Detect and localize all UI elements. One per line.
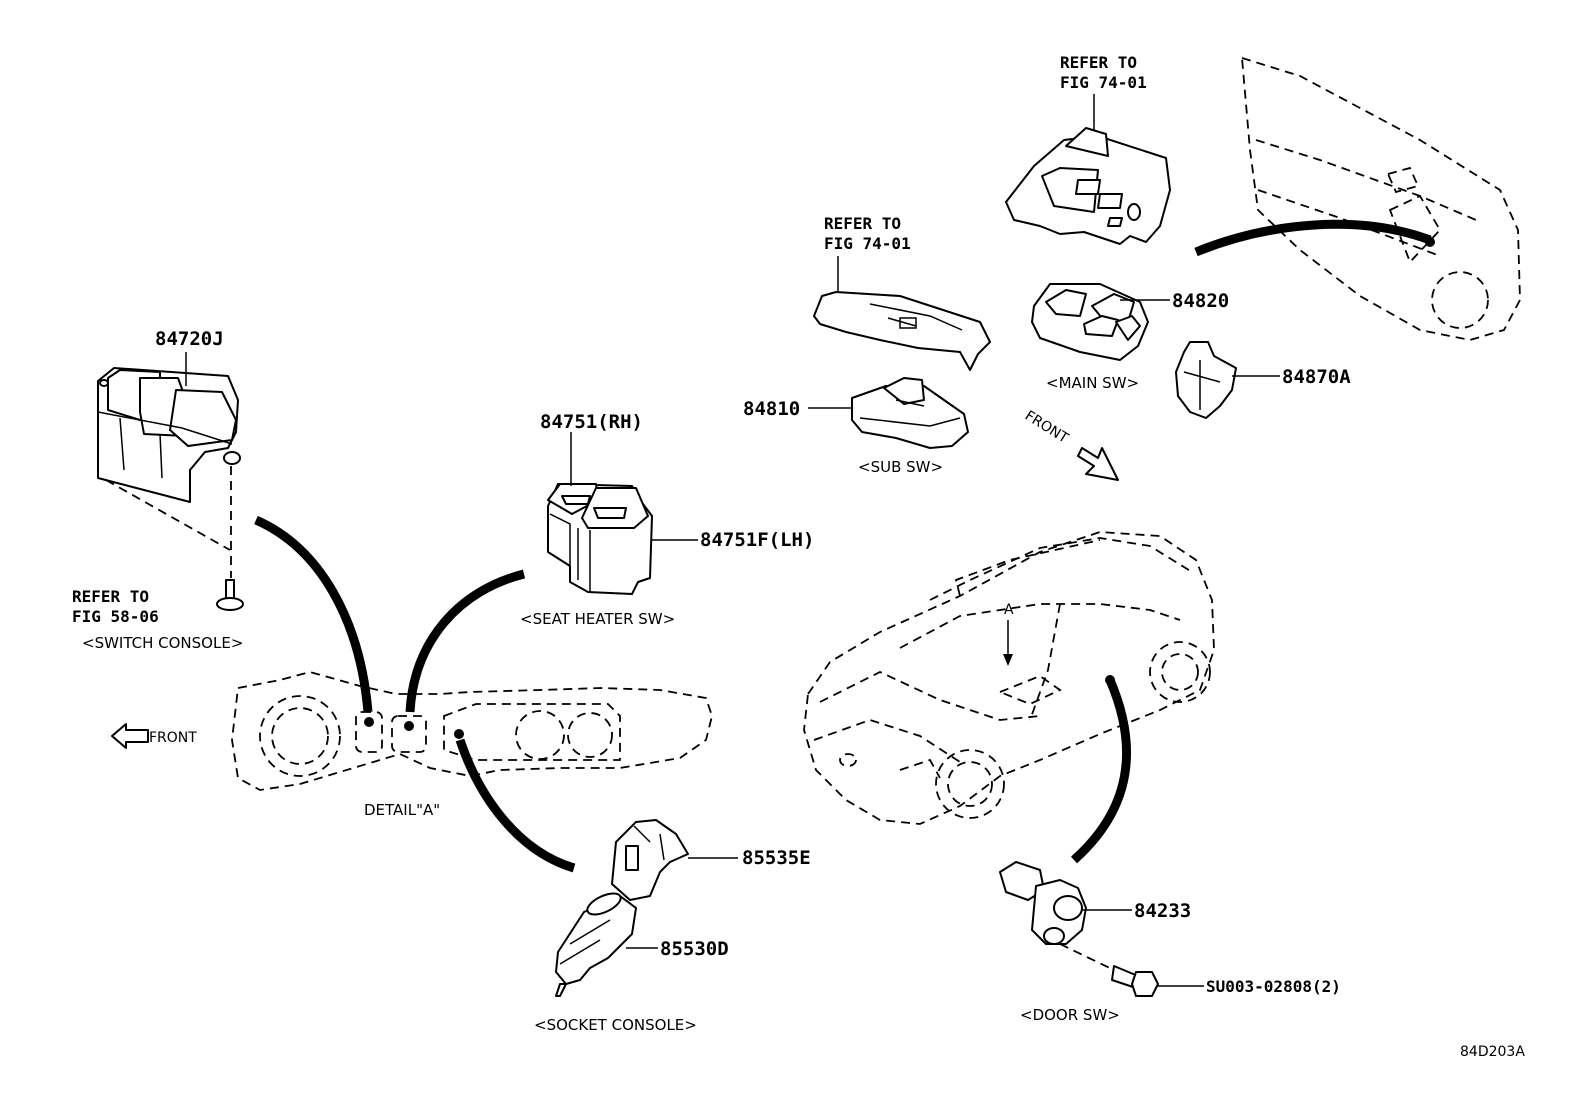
door-switch-part[interactable] — [999, 861, 1087, 945]
part-number-84870A[interactable]: 84870A — [1282, 366, 1351, 388]
refer-to-line2: FIG 58-06 — [72, 607, 159, 626]
switch-console-part[interactable] — [97, 367, 241, 578]
door-trim-panel — [1240, 56, 1521, 341]
pointer-arc-main-sw — [1194, 219, 1432, 257]
detail-a-console — [231, 671, 713, 791]
caption-seat-heater-sw: <SEAT HEATER SW> — [520, 610, 675, 628]
main-sw-bezel[interactable] — [1005, 127, 1171, 245]
socket-part-85530D[interactable] — [555, 889, 637, 997]
sub-sw-switch-part[interactable] — [851, 377, 969, 449]
front-label-right: FRONT — [1022, 408, 1071, 447]
refer-to-line2-main: FIG 74-01 — [1060, 73, 1147, 92]
pointer-arc-seat-heater — [405, 569, 526, 713]
part-number-84720J[interactable]: 84720J — [155, 328, 224, 350]
seat-heater-switch-part[interactable] — [547, 483, 653, 595]
refer-to-line1: REFER TO — [72, 587, 149, 606]
refer-to-line1-sub: REFER TO — [824, 214, 901, 233]
diagram-id: 84D203A — [1460, 1044, 1525, 1060]
caption-sub-sw: <SUB SW> — [858, 458, 943, 476]
pointer-arc-door-sw — [1071, 678, 1131, 864]
front-arrow-right-icon — [1077, 447, 1119, 481]
pointer-dot-main-sw — [1425, 237, 1435, 247]
caption-main-sw: <MAIN SW> — [1046, 374, 1139, 392]
caption-door-sw: <DOOR SW> — [1020, 1006, 1120, 1024]
front-label-left: FRONT — [149, 730, 197, 746]
part-number-SU003[interactable]: SU003-02808(2) — [1206, 977, 1341, 996]
view-a-arrowhead-icon — [1003, 654, 1013, 666]
socket-part-85535E[interactable] — [611, 819, 689, 901]
refer-to-line2-sub: FIG 74-01 — [824, 234, 911, 253]
part-number-84751FLH[interactable]: 84751F(LH) — [700, 529, 814, 551]
bolt-icon — [1111, 965, 1159, 997]
part-number-84810[interactable]: 84810 — [743, 398, 800, 420]
refer-to-line1-main: REFER TO — [1060, 53, 1137, 72]
caption-detail-a: DETAIL"A" — [364, 801, 440, 819]
sub-sw-trim-panel[interactable] — [813, 291, 991, 371]
part-number-84820[interactable]: 84820 — [1172, 290, 1229, 312]
pointer-arc-socket — [455, 738, 576, 873]
pointer-arc-switch-console — [254, 515, 373, 713]
dashed-bolt-line — [1059, 943, 1115, 971]
part-number-85535E[interactable]: 85535E — [742, 847, 811, 869]
caption-socket-console: <SOCKET CONSOLE> — [534, 1016, 697, 1034]
part-number-84233[interactable]: 84233 — [1134, 900, 1191, 922]
car-outline — [803, 531, 1215, 825]
part-number-84751RH[interactable]: 84751(RH) — [540, 411, 643, 433]
screw-icon — [216, 579, 244, 611]
view-a-label: A — [1004, 602, 1014, 618]
part-number-85530D[interactable]: 85530D — [660, 938, 729, 960]
switch-part-84870A[interactable] — [1175, 341, 1237, 419]
caption-switch-console: <SWITCH CONSOLE> — [82, 634, 243, 652]
front-arrow-left-icon — [111, 723, 149, 749]
main-sw-switch-part[interactable] — [1031, 283, 1149, 361]
